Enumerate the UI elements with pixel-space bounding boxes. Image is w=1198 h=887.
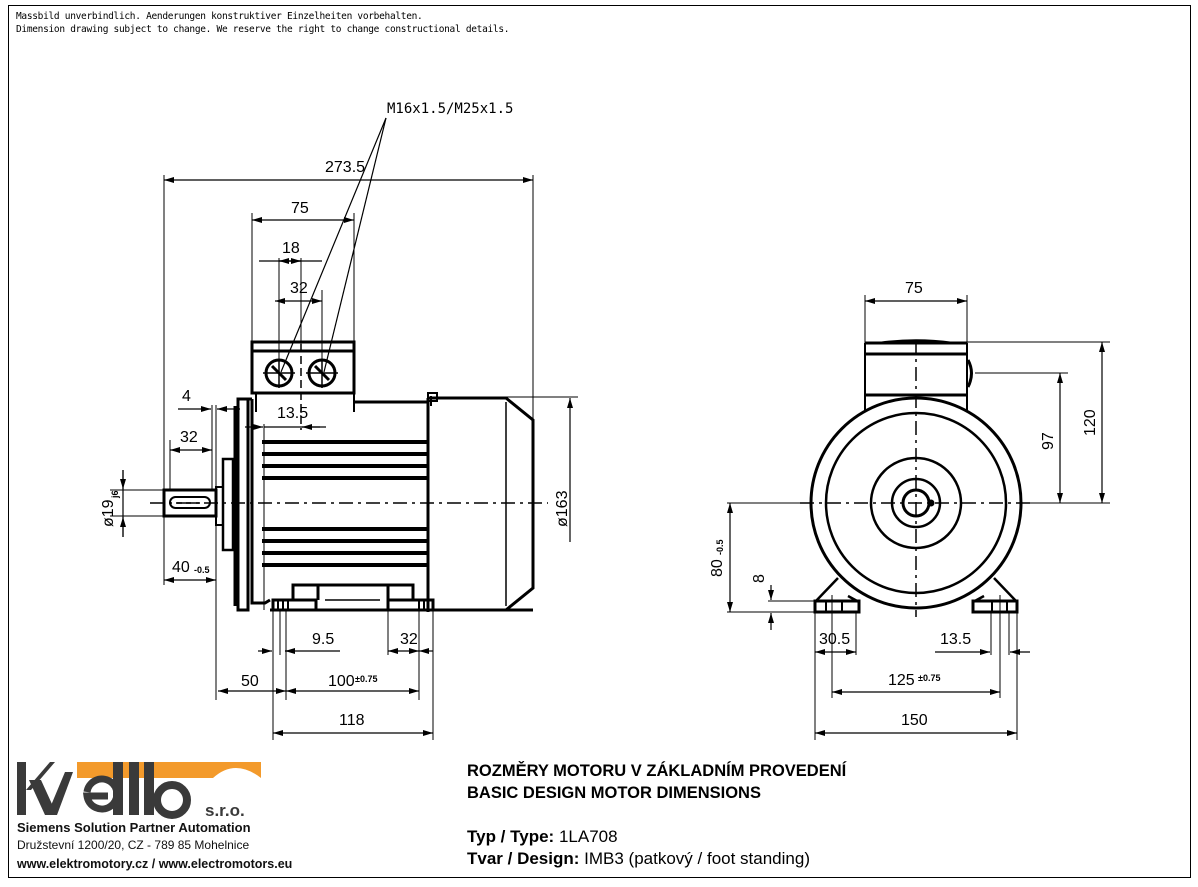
cooling-ribs: [262, 440, 427, 567]
company-websites[interactable]: www.elektromotory.cz / www.electromotors…: [17, 857, 293, 871]
end-view: [727, 295, 1110, 740]
label-100-tol: ±0.75: [355, 674, 377, 684]
label-shaft-diameter: ø19: [100, 499, 117, 527]
label-foot-width: 32: [400, 631, 418, 648]
company-logo: s.r.o.: [17, 762, 261, 820]
design-value: IMB3 (patkový / foot standing): [584, 849, 810, 868]
label-shaft-length: 40: [172, 559, 190, 576]
thread-callout: M16x1.5/M25x1.5: [387, 101, 513, 117]
label-overall-length: 273.5: [325, 159, 365, 176]
drawing-frame: [8, 5, 1191, 878]
disclaimer-de: Massbild unverbindlich. Aenderungen kons…: [16, 11, 423, 22]
label-shaft-length-tol: -0.5: [194, 565, 210, 575]
label-50: 50: [241, 673, 259, 690]
disclaimer: Massbild unverbindlich. Aenderungen kons…: [16, 10, 509, 36]
label-box-offset: 13.5: [277, 405, 308, 422]
label-key-length: 32: [180, 429, 198, 446]
type-row: Typ / Type: 1LA708: [467, 827, 618, 847]
side-view: [110, 117, 578, 740]
shaft-key: [169, 496, 211, 509]
end-label-foot-thickness: 8: [751, 574, 768, 583]
end-label-shaft-height-tol: -0.5: [715, 539, 725, 555]
fan-cover: [428, 396, 535, 612]
disclaimer-en: Dimension drawing subject to change. We …: [16, 24, 510, 35]
label-gland-offset: 18: [282, 240, 300, 257]
label-flange-gap: 4: [182, 388, 191, 405]
end-foot-right: [971, 599, 1019, 614]
company-tagline: Siemens Solution Partner Automation: [17, 820, 251, 835]
label-100: 100: [328, 673, 355, 690]
end-foot-left: [813, 599, 861, 614]
type-value: 1LA708: [558, 827, 618, 846]
title-en: BASIC DESIGN MOTOR DIMENSIONS: [467, 784, 761, 802]
label-118: 118: [339, 712, 365, 729]
end-label-125: 125: [888, 672, 915, 689]
label-shaft-tolerance: j6: [110, 490, 120, 499]
label-gland-spacing: 32: [290, 280, 308, 297]
design-label: Tvar / Design:: [467, 849, 580, 868]
end-label-125-tol: ±0.75: [918, 673, 940, 683]
svg-text:s.r.o.: s.r.o.: [205, 801, 245, 820]
end-label-foot-width: 30.5: [819, 631, 850, 648]
end-label-shaft-height: 80: [709, 559, 726, 577]
type-label: Typ / Type:: [467, 827, 555, 846]
label-fan-cover-diameter: ø163: [554, 490, 571, 527]
foot-left: [271, 598, 318, 612]
terminal-box: [250, 349, 356, 395]
title-cz: ROZMĚRY MOTORU V ZÁKLADNÍM PROVEDENÍ: [467, 762, 847, 780]
label-box-width: 75: [291, 200, 309, 217]
end-label-box-width: 75: [905, 280, 923, 297]
end-label-150: 150: [901, 712, 928, 729]
label-foot-hole: 9.5: [312, 631, 334, 648]
end-label-box-height: 120: [1082, 409, 1099, 436]
foot-right: [386, 598, 435, 612]
end-label-gland-height: 97: [1040, 432, 1057, 450]
design-row: Tvar / Design: IMB3 (patkový / foot stan…: [467, 849, 810, 869]
end-label-foot-hole: 13.5: [940, 631, 971, 648]
company-address: Družstevní 1200/20, CZ - 789 85 Mohelnic…: [17, 838, 250, 852]
